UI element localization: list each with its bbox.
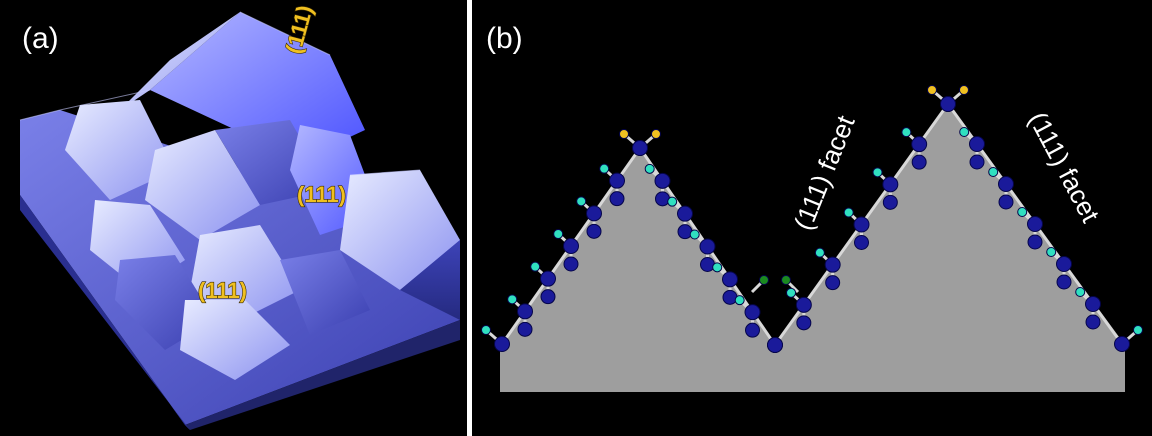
silicon-atom — [517, 303, 533, 320]
hydrogen-atom-apex — [619, 129, 629, 139]
silicon-atom — [1114, 336, 1130, 352]
silicon-atom — [517, 321, 533, 337]
silicon-atom — [563, 238, 579, 254]
panel-b: (111) facet (111) facet (b) — [472, 0, 1152, 436]
bond — [917, 103, 950, 146]
hydrogen-atom — [576, 196, 587, 207]
facet-label-a-3: (111) — [198, 278, 247, 303]
bond — [1091, 303, 1124, 345]
silicon-atom — [969, 154, 985, 170]
hydrogen-atom — [481, 325, 491, 335]
hydrogen-atom — [901, 127, 912, 138]
silicon-atom — [699, 238, 716, 255]
atom-network — [481, 85, 1143, 353]
hydrogen-atom — [786, 287, 797, 298]
hydrogen-atom-valley — [781, 275, 791, 285]
silicon-atom — [540, 270, 556, 287]
hydrogen-atom — [644, 163, 655, 174]
hydrogen-atom — [530, 261, 541, 272]
bond — [860, 183, 892, 226]
facet-label-a-2: (111) — [297, 182, 346, 207]
silicon-atom — [824, 256, 841, 273]
hydrogen-atom — [1017, 207, 1028, 217]
silicon-atom — [677, 205, 693, 222]
silicon-atom — [722, 271, 738, 288]
hydrogen-atom — [599, 163, 610, 174]
silicon-atom — [882, 194, 898, 210]
bond — [975, 143, 1008, 185]
hydrogen-atom — [1075, 287, 1086, 297]
silicon-atom — [882, 176, 899, 193]
hydrogen-atom — [1046, 247, 1057, 257]
atomic-structure-diagram: (111) facet (111) facet — [481, 85, 1143, 392]
hydrogen-atom-apex — [651, 129, 661, 139]
silicon-atom — [609, 172, 625, 189]
silicon-atom — [1085, 314, 1101, 330]
silicon-atom — [795, 296, 812, 313]
bond — [773, 303, 806, 346]
silicon-atom — [745, 322, 760, 338]
silicon-atom — [609, 191, 625, 207]
bond — [802, 263, 834, 306]
silicon-atom — [586, 223, 602, 239]
silicon-atom — [1085, 296, 1101, 312]
silicon-atom — [1056, 256, 1072, 272]
silicon-atom — [911, 136, 928, 153]
silicon-atom — [722, 289, 738, 305]
hydrogen-atom — [814, 247, 825, 258]
hydrogen-atom — [872, 167, 883, 178]
bond — [889, 143, 921, 186]
hydrogen-atom — [553, 229, 564, 239]
silicon-atom — [632, 140, 648, 156]
silicon-atom — [1056, 274, 1072, 290]
hydrogen-atom-valley — [759, 275, 769, 285]
panel-a: (111) (111) (111) (a) — [0, 0, 467, 436]
bond — [1033, 223, 1066, 265]
silicon-atom — [767, 337, 783, 353]
silicon-atom — [655, 191, 670, 207]
bond — [1004, 183, 1037, 225]
silicon-atom — [796, 315, 812, 331]
hydrogen-atom — [689, 229, 700, 240]
silicon-atom — [854, 235, 869, 250]
hydrogen-atom — [712, 262, 723, 273]
hydrogen-atom — [843, 207, 854, 218]
silicon-atom — [998, 176, 1014, 192]
hydrogen-atom — [988, 167, 999, 177]
silicon-atom — [563, 256, 579, 272]
silicon-atom — [825, 275, 841, 291]
panel-label-b: (b) — [486, 22, 523, 55]
silicon-atom — [677, 224, 693, 240]
hydrogen-atom-apex — [927, 85, 937, 95]
silicon-atom — [654, 172, 671, 189]
hydrogen-atom — [734, 295, 745, 306]
silicon-atom — [998, 194, 1014, 210]
silicon-atom — [1027, 234, 1043, 250]
silicon-atom — [540, 289, 556, 305]
silicon-atom — [744, 304, 761, 321]
silicon-atom — [940, 96, 956, 112]
hydrogen-atom — [507, 294, 518, 305]
silicon-atom — [853, 216, 870, 233]
bond — [946, 103, 979, 145]
panel-label-a: (a) — [22, 22, 59, 55]
bond — [831, 223, 863, 266]
silicon-atom — [969, 136, 985, 152]
facet-label-b-2: (111) facet — [1023, 107, 1106, 228]
faceted-surface-illustration: (111) (111) (111) — [19, 2, 460, 430]
silicon-atom — [494, 336, 510, 352]
hydrogen-atom — [1133, 325, 1143, 335]
silicon-atom — [911, 154, 927, 170]
hydrogen-atom-apex — [959, 85, 969, 95]
silicon-atom — [586, 205, 602, 222]
hydrogen-atom — [667, 196, 678, 207]
bond — [1062, 263, 1095, 305]
hydrogen-atom — [959, 127, 970, 137]
silicon-atom — [1027, 216, 1043, 232]
silicon-atom — [700, 257, 715, 272]
